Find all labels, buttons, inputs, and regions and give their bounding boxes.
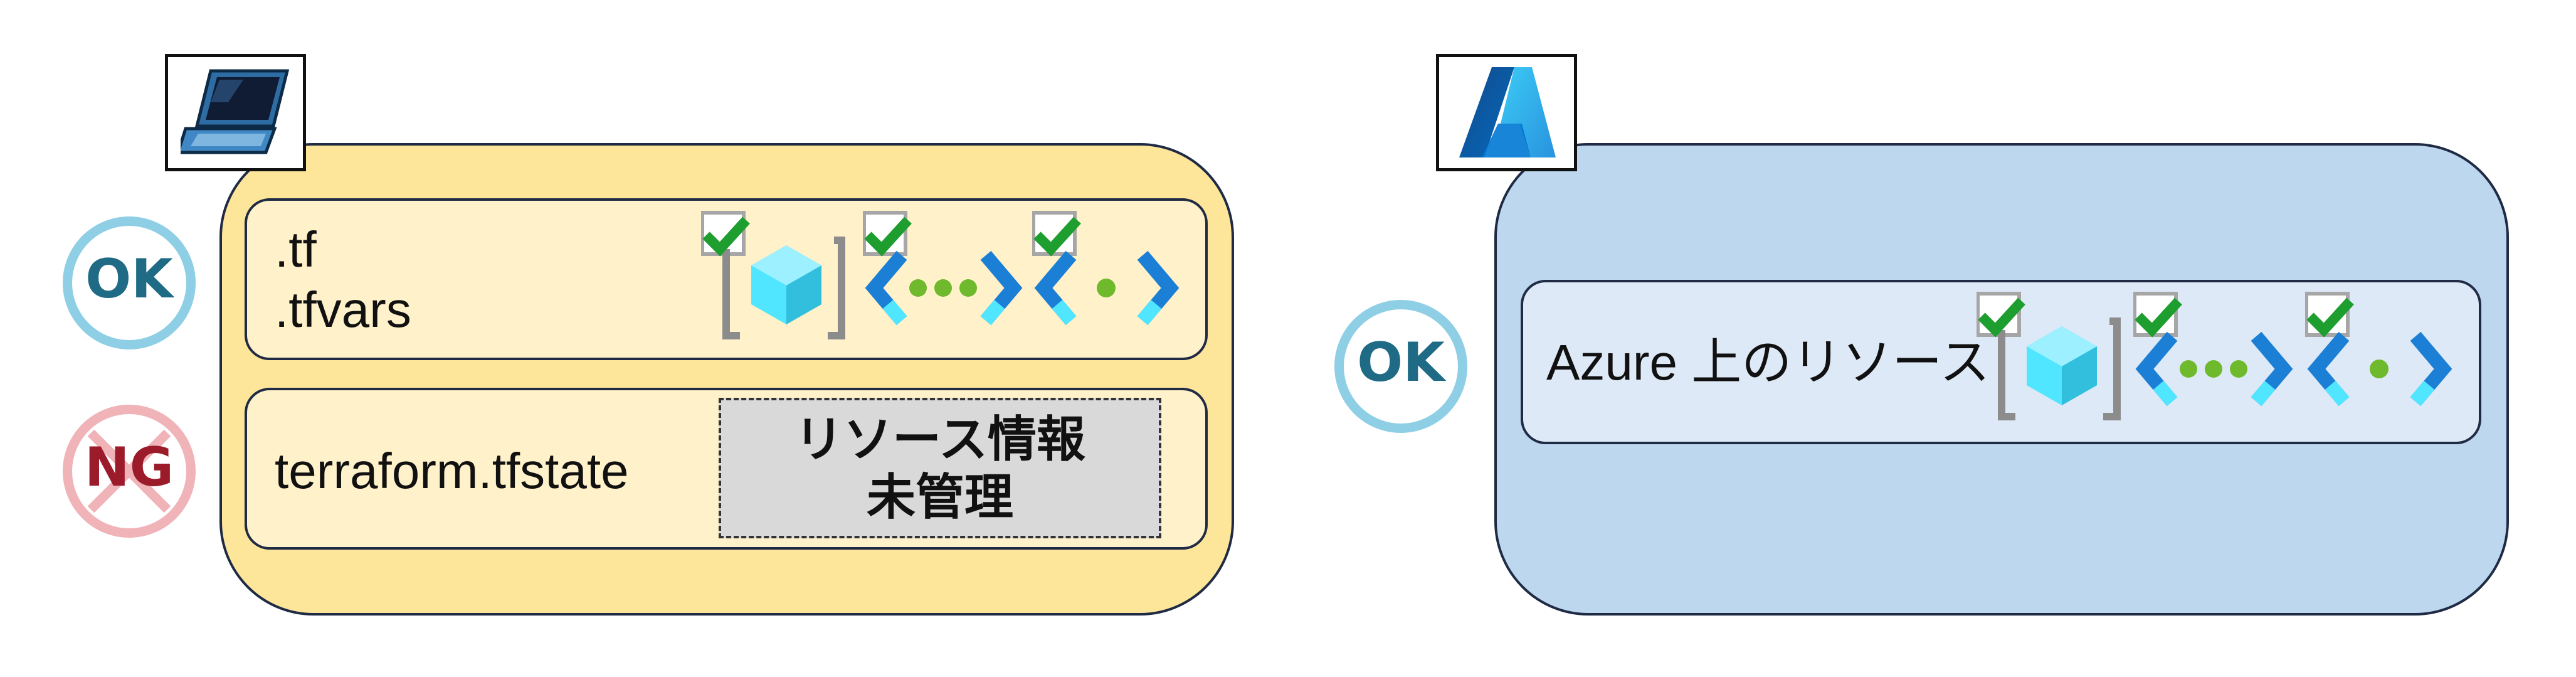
config-files-label: .tf .tfvars [275,220,411,340]
laptop-icon [181,69,290,154]
azure-logo-icon [1459,67,1556,157]
ok-badge-azure: OK [1334,300,1467,433]
ok-badge-text: OK [85,248,175,311]
unmanaged-line-1: リソース情報 [794,412,1086,467]
ng-badge-text: NG [85,436,174,499]
resource-group-icon [701,210,858,345]
resource-group-icon-azure [1977,291,2133,426]
tfvars-file-label: .tfvars [275,282,411,338]
tfstate-file-label: terraform.tfstate [275,443,629,499]
azure-logo-frame [1436,54,1577,171]
unmanaged-line-2: 未管理 [866,469,1013,525]
laptop-icon-frame [165,54,306,171]
unmanaged-resource-info-box: リソース情報 未管理 [719,398,1161,538]
subnet-icon-azure [2305,291,2456,417]
azure-resources-label: Azure 上のリソース [1546,334,1990,390]
vnet-icon [863,210,1023,336]
tf-file-label: .tf [275,221,317,277]
ok-badge-azure-text: OK [1357,331,1447,394]
subnet-icon [1032,210,1183,336]
vnet-icon-azure [2133,291,2293,417]
ok-badge: OK [63,216,196,349]
ng-badge: NG [63,405,196,538]
